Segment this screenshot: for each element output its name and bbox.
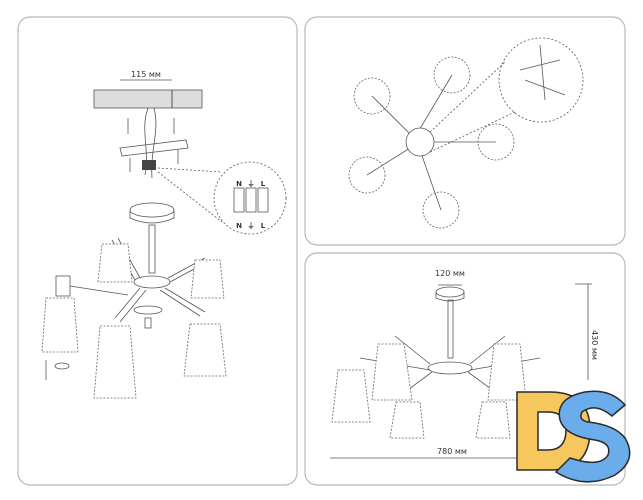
total-width-label: 780 мм: [437, 447, 467, 456]
mounting-bracket: [119, 107, 189, 179]
top-view-panel: [304, 16, 626, 246]
wiring-callout: N ⏚ L N ⏚ L: [157, 161, 287, 235]
wire-label-ground-bottom: ⏚: [248, 222, 255, 230]
wire-label-n-top: N: [236, 180, 242, 188]
dimensions-panel: [304, 252, 626, 486]
wire-label-l-top: L: [261, 180, 266, 188]
wire-label-ground-top: ⏚: [248, 180, 255, 188]
installation-panel: [17, 16, 298, 486]
ceiling-width-label: 115 мм: [131, 70, 161, 79]
fixture-exploded: [41, 202, 227, 399]
canopy-width-label: 120 мм: [435, 269, 465, 278]
wire-label-l-bottom: L: [261, 222, 266, 230]
top-view-drawing: [348, 37, 584, 229]
wire-label-n-bottom: N: [236, 222, 242, 230]
side-view-drawing: 120 мм 780 мм 430 мм: [330, 269, 599, 459]
total-height-label: 430 мм: [590, 330, 599, 360]
ds-logo: [516, 390, 631, 483]
